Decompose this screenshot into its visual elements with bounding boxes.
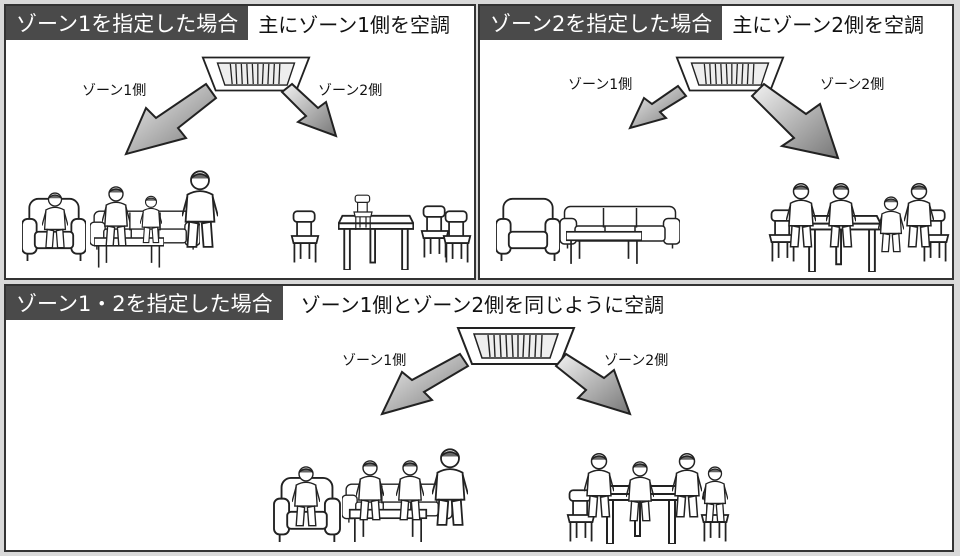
panel-title: ゾーン1・2を指定した場合 <box>6 286 283 320</box>
panel-illustration <box>273 326 730 544</box>
panel-title: ゾーン1を指定した場合 <box>6 6 249 40</box>
chair <box>290 210 320 264</box>
zone2-label: ゾーン2側 <box>820 77 885 93</box>
panel-header: ゾーン1・2を指定した場合 ゾーン1側とゾーン2側を同じように空調 <box>6 286 674 320</box>
panel-illustration <box>496 56 950 272</box>
person <box>904 182 934 248</box>
panel-zone1: ゾーン1を指定した場合 主にゾーン1側を空調 ゾーン1側 ゾーン2側 <box>4 4 476 280</box>
dining-table <box>338 214 414 270</box>
zone2-airflow-arrow <box>750 82 840 160</box>
zone2-airflow-arrow <box>554 352 632 416</box>
chair <box>420 205 450 259</box>
panel-header: ゾーン1を指定した場合 主にゾーン1側を空調 <box>6 6 460 40</box>
panel-title: ゾーン2を指定した場合 <box>480 6 723 40</box>
zone2-label: ゾーン2側 <box>604 353 669 369</box>
panel-illustration <box>22 56 472 270</box>
ceiling-ac-unit <box>456 326 576 366</box>
panel-description: ゾーン1側とゾーン2側を同じように空調 <box>300 292 665 317</box>
zone2-airflow-arrow <box>280 82 338 138</box>
child <box>702 466 728 523</box>
armchair <box>496 197 560 262</box>
panel-description: 主にゾーン1側を空調 <box>258 12 451 37</box>
sofa <box>560 205 680 250</box>
panel-description: 主にゾーン2側を空調 <box>732 12 925 37</box>
zone2-label: ゾーン2側 <box>318 83 383 99</box>
panel-header: ゾーン2を指定した場合 主にゾーン2側を空調 <box>480 6 934 40</box>
zone1-airflow-arrow <box>628 84 688 130</box>
zone1-label: ゾーン1側 <box>342 353 407 369</box>
zone1-airflow-arrow <box>124 82 218 156</box>
panel-zone1-2: ゾーン1・2を指定した場合 ゾーン1側とゾーン2側を同じように空調 ゾーン1側 … <box>4 284 954 552</box>
zone1-label: ゾーン1側 <box>82 83 147 99</box>
person <box>786 182 816 248</box>
chair <box>442 210 472 264</box>
child <box>878 196 904 253</box>
person <box>672 452 702 518</box>
coffee-table <box>566 230 642 264</box>
person <box>584 452 614 518</box>
zone1-label: ゾーン1側 <box>568 77 633 93</box>
zone1-airflow-arrow <box>380 352 470 416</box>
panel-zone2: ゾーン2を指定した場合 主にゾーン2側を空調 ゾーン1側 ゾーン2側 <box>478 4 954 280</box>
